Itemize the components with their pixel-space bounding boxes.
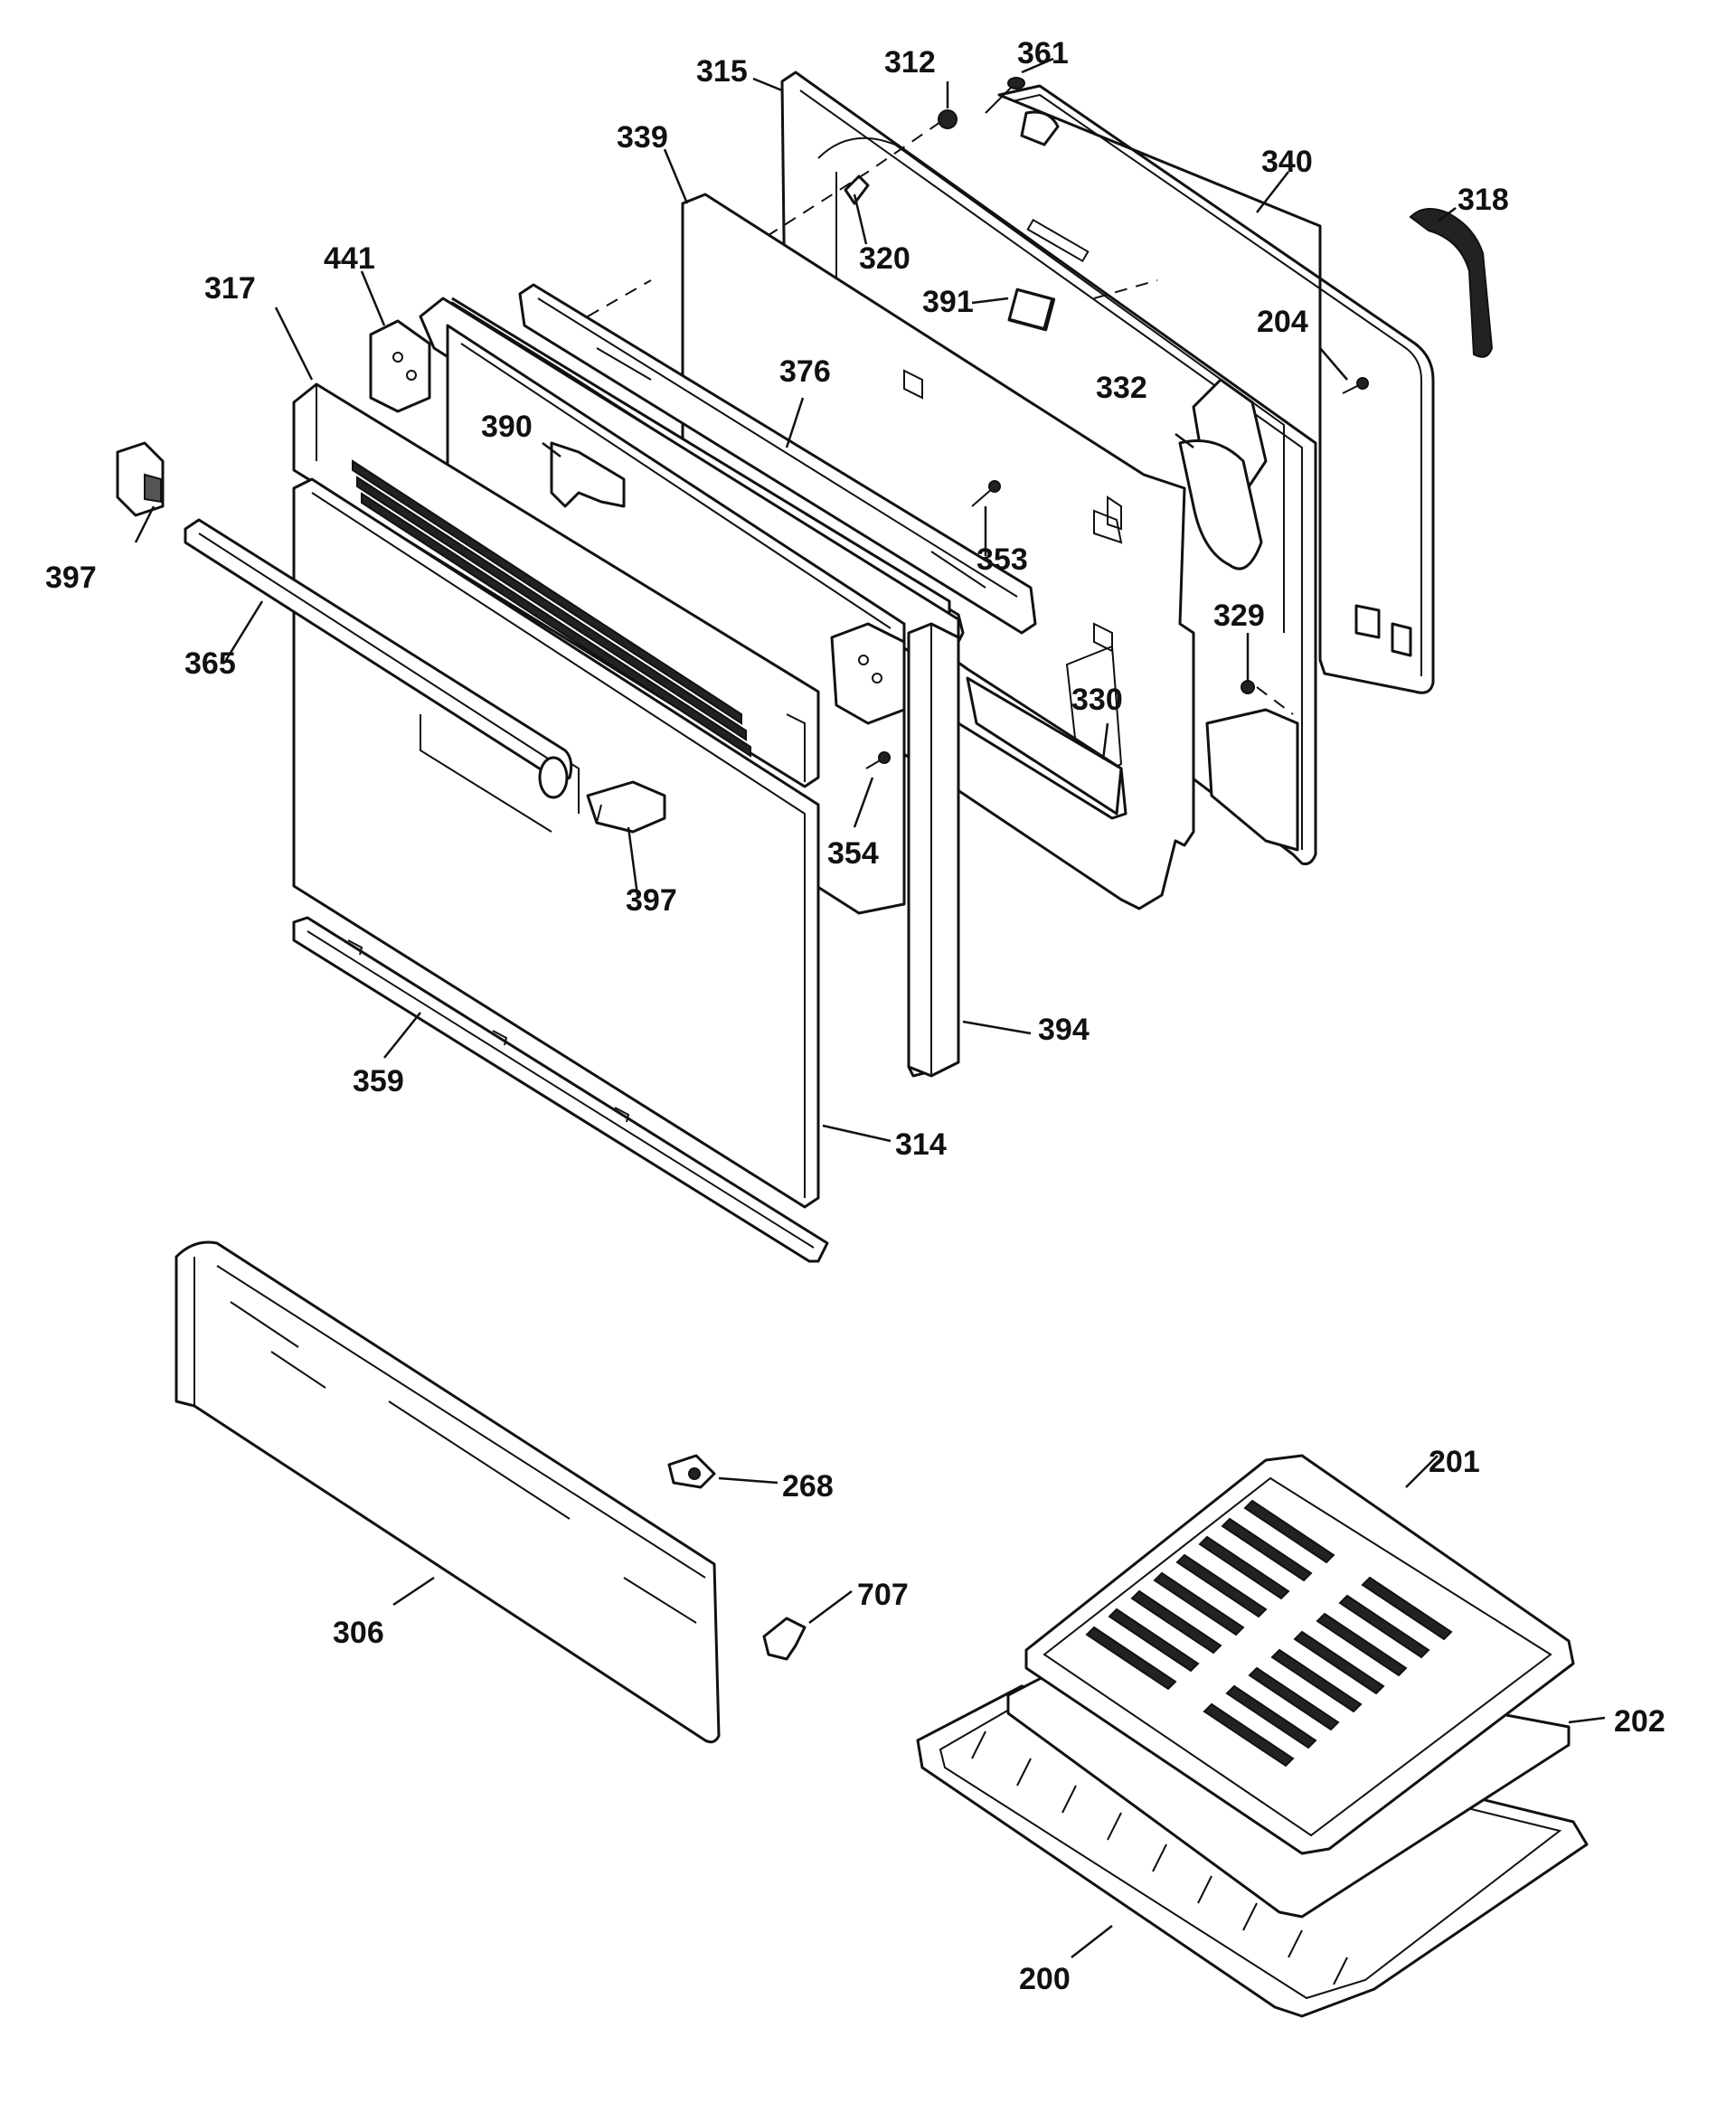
outer-door-panel-340 [997,84,1435,694]
side-trim-394 [907,622,960,1078]
callout-204: 204 [1257,305,1308,339]
callout-306: 306 [333,1616,384,1650]
insulation-332 [1178,439,1263,570]
callout-332: 332 [1096,371,1147,405]
callout-354: 354 [827,836,879,871]
broiler-grid-201 [1024,1454,1575,1855]
callout-376: 376 [779,354,831,389]
clip-329 [1241,680,1255,694]
callout-365: 365 [184,646,236,681]
clip-391 [1007,288,1054,331]
assembly-lines [587,121,1294,715]
callout-397-left: 397 [45,561,97,595]
screw-204 [1342,377,1369,394]
pan-ribs [971,1730,1348,1985]
callout-391: 391 [922,285,974,319]
bottom-trim-359 [292,916,829,1263]
callout-339: 339 [617,120,668,155]
vent-slots [352,459,751,758]
window-pack-376 [518,283,1037,635]
callout-268: 268 [782,1469,834,1504]
callout-359: 359 [353,1064,404,1098]
callout-394: 394 [1038,1013,1090,1047]
screw-354 [865,751,891,769]
screw-353 [971,480,1001,507]
callout-labels: 315 312 361 339 340 318 320 441 317 391 … [45,36,1665,1996]
callout-318: 318 [1458,183,1509,217]
callout-361: 361 [1017,36,1069,71]
callout-329: 329 [1213,599,1265,633]
callout-202: 202 [1614,1704,1665,1739]
callout-390: 390 [481,410,533,444]
callout-397-right: 397 [626,883,677,918]
callout-314: 314 [895,1127,947,1162]
nut-312 [938,109,958,129]
door-handle-365 [184,518,573,799]
hinge-bracket-441 [369,319,431,413]
pin-320 [844,174,870,205]
handle-endcap-397-left [116,441,165,517]
callout-330: 330 [1071,683,1123,717]
drawer-front-306 [175,1240,721,1744]
hinge-bracket-right [830,622,906,725]
callout-201: 201 [1429,1445,1480,1479]
callout-707: 707 [857,1578,909,1612]
callout-340: 340 [1261,145,1313,179]
callout-320: 320 [859,241,910,276]
grid-slots [1085,1499,1453,1768]
gasket-318 [1409,208,1494,358]
drawer-clip-707 [762,1617,807,1661]
handle-endcap-397-right [586,780,666,834]
callout-353: 353 [976,542,1028,577]
callout-441: 441 [324,241,375,276]
vent-panel-317 [292,382,820,788]
callout-312: 312 [884,45,936,80]
screw-361 [985,77,1025,114]
drawer-clip-268 [667,1454,716,1489]
leader-lines [134,57,1606,1958]
callout-315: 315 [696,54,748,89]
callout-317: 317 [204,271,256,306]
callout-200: 200 [1019,1962,1071,1996]
bracket-390 [550,441,626,508]
